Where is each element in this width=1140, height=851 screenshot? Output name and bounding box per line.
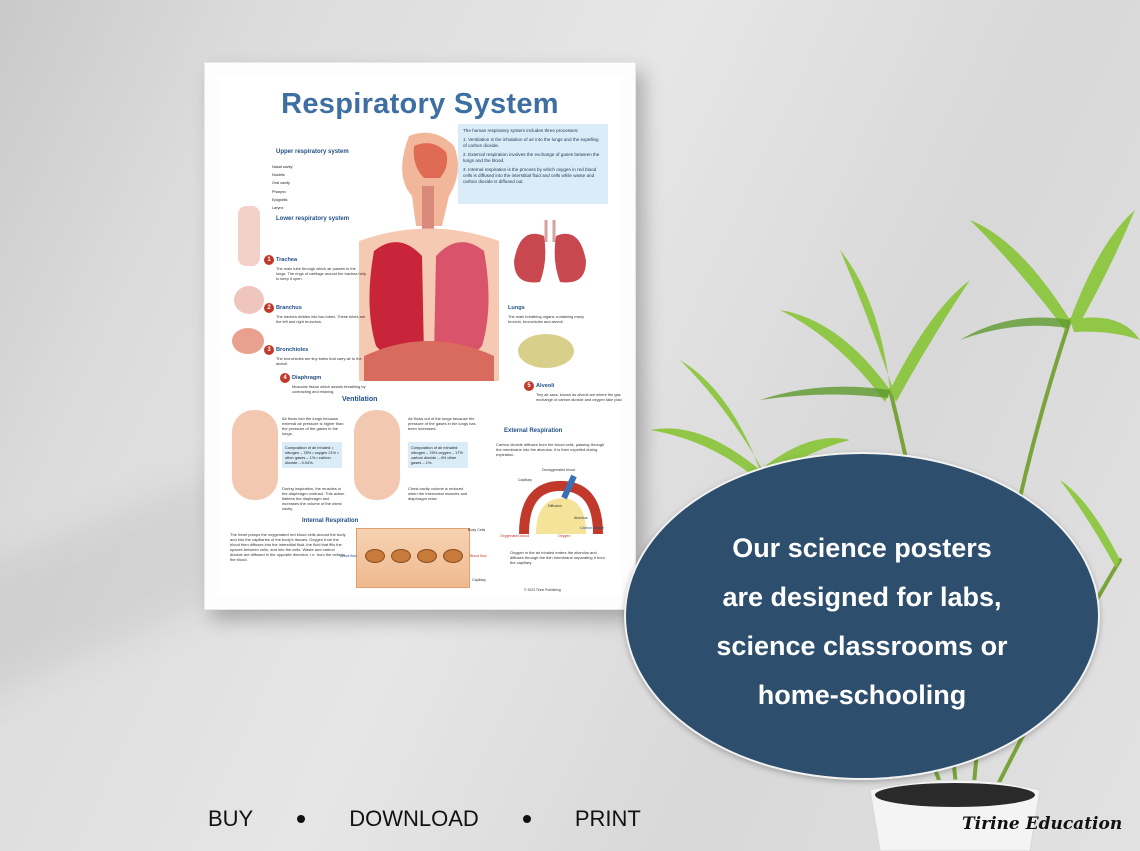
inhale-text: Air flows into the lungs because externa… [282,416,344,436]
intro-line: 1. Ventilation is the inhalation of air … [463,137,599,148]
exhaled-composition: Composition of air exhaled: nitrogen – 7… [408,442,468,468]
trachea-image [238,206,260,266]
internal-heading: Internal Respiration [302,518,359,524]
diagram-label: Oxygen [558,534,571,538]
buy-label: BUY [208,806,254,831]
anatomy-illustration [359,132,499,381]
item-lungs: Lungs The main breathing organs containi… [508,296,622,324]
item-desc: The bronchioles are tiny tubes that carr… [276,356,362,366]
item-desc: The main tube through which air passes t… [276,266,366,281]
lungs-image [514,220,586,283]
item-desc: Tiny air sacs, known as alveoli are wher… [536,392,622,402]
bronchioles-image [232,328,264,354]
alveoli-image [518,334,574,368]
item-desc: The main breathing organs containing man… [508,314,584,324]
item-desc: Muscular tissue which assists breathing … [292,384,366,394]
item-desc: The trachea divides into two tubes. Thes… [276,314,366,324]
upper-heading: Upper respiratory system [276,149,349,155]
poster-frame: Respiratory System The human respiratory… [204,62,636,610]
promo-line: science classrooms or [716,631,1008,661]
anatomy-label: Oral cavity [272,181,290,186]
lower-heading: Lower respiratory system [276,216,350,222]
footer-bar: BUY DOWNLOAD PRINT [208,806,641,832]
exhale-text: Air flows out of the lungs because the p… [408,416,476,431]
anatomy-label: Pharynx [272,189,286,194]
promo-callout: Our science posters are designed for lab… [624,452,1100,780]
cells-label: Body Cells [468,528,486,532]
diagram-label: Diffusion [548,504,562,508]
brand-logo: Tirine Education [962,814,1123,834]
ventilation-heading: Ventilation [342,396,378,403]
external-heading: External Respiration [504,428,563,434]
anatomy-label: Nostrils [272,173,285,178]
promo-line: Our science posters [732,533,992,563]
anatomy-label: Nasal cavity [272,165,293,169]
intro-line: 2. External respiration involves the exc… [463,152,600,163]
copyright: © 2023 Tirine Publishing [524,588,561,592]
number-badge: 2 [264,303,274,313]
diagram-label: Deoxygenated blood [542,468,575,472]
bullet-dot [297,815,306,823]
anatomy-label: Epiglottis [272,197,288,202]
promo-line: home-schooling [757,680,967,710]
inhale-figure [232,410,278,500]
intro-box: The human respiratory system includes th… [458,124,608,204]
item-name: Diaphragm [292,375,322,381]
print-label: PRINT [574,806,641,831]
item-name: Branchus [276,305,302,311]
external-note: Oxygen in the air inhaled enters the alv… [510,550,605,565]
item-name: Alveoli [536,383,555,389]
anatomy-label: Larynx [272,206,284,211]
exhale-note: Chest cavity volume is reduced when the … [408,486,468,501]
number-badge: 4 [280,373,290,383]
number-badge: 1 [264,255,274,265]
number-badge: 3 [264,345,274,355]
inhale-note: During inspiration, the muscles in the d… [282,486,345,511]
cells-label: Blood flow [340,554,357,558]
number-badge: 5 [524,381,534,391]
promo-text: Our science posters are designed for lab… [686,524,1038,720]
item-name: Bronchioles [276,347,309,353]
inhaled-composition: Composition of air inhaled: • nitrogen –… [282,442,342,468]
diagram-label: Carbon dioxide [580,526,605,530]
poster: Respiratory System The human respiratory… [218,76,622,596]
exhale-figure [354,410,400,500]
diagram-label: Oxygenated blood [500,534,530,538]
intro-line: 3. Internal respiration is the process b… [463,167,597,184]
internal-text: The heart pumps the oxygenated red blood… [230,532,346,562]
upper-labels: Nasal cavity Nostrils Oral cavity Pharyn… [272,163,292,212]
cells-label: Blood flow [470,554,487,558]
intro-line: The human respiratory system includes th… [463,128,579,133]
external-diagram [519,474,603,535]
diagram-label: Alveolus [574,516,588,520]
bronchus-image [234,286,264,314]
external-text: Carbon dioxide diffuses from the blood c… [496,442,605,457]
promo-line: are designed for labs, [722,582,1002,612]
poster-title: Respiratory System [281,88,559,120]
bullet-dot [522,815,531,823]
diagram-label: Capillary [518,478,532,482]
cells-diagram [356,528,470,588]
download-label: DOWNLOAD [349,806,479,831]
item-name: Trachea [276,257,298,263]
cells-label: Capillary [472,578,486,582]
item-name: Lungs [508,305,525,311]
